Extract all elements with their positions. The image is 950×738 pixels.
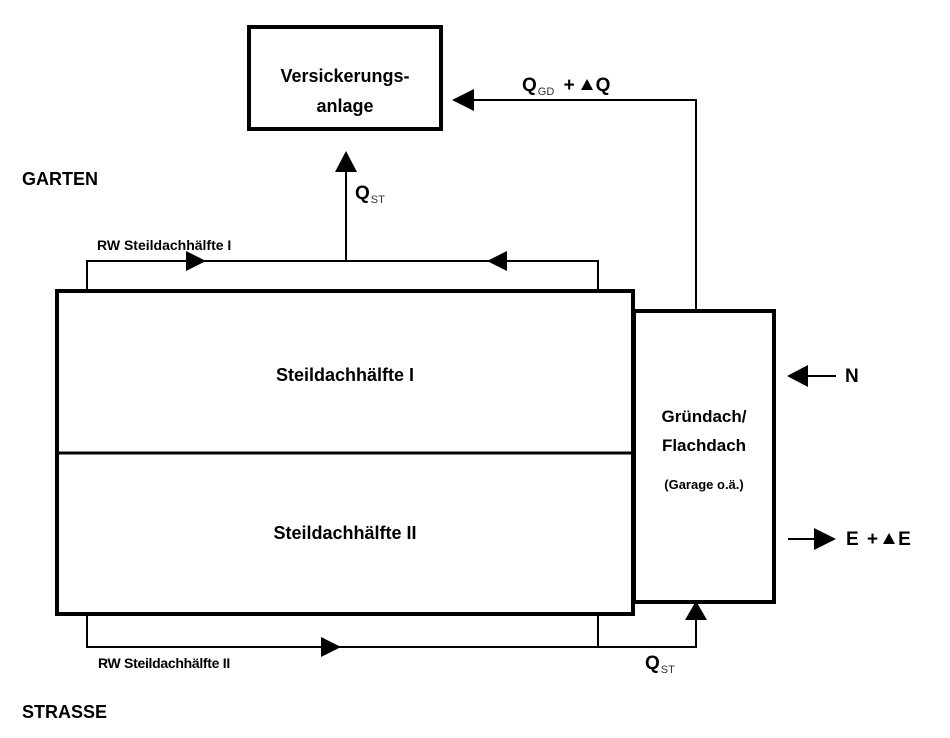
q-gd-operator: +	[563, 75, 575, 96]
q-gd-symbol: Q	[522, 75, 537, 96]
arrow-up-infiltration	[335, 151, 357, 172]
evaporation-label: E + E	[846, 530, 911, 549]
roof-half-1-label: Steildachhälfte I	[275, 365, 415, 385]
green-roof-box	[632, 309, 776, 604]
green-roof-label-line3: (Garage o.ä.)	[664, 477, 744, 492]
q-st-bottom-label: QST	[645, 654, 675, 676]
q-st-bottom-subscript: ST	[660, 664, 675, 676]
q-st-bottom-symbol: Q	[645, 653, 660, 674]
infiltration-label-line2: anlage	[316, 96, 374, 116]
arrow-right-gutter-2	[321, 637, 341, 657]
garden-label: GARTEN	[22, 169, 98, 189]
green-roof-label-line1: Gründach/	[661, 407, 747, 426]
gutter-line-half-2	[86, 614, 697, 648]
flow-line-qgd	[460, 99, 697, 311]
q-gd-delta-symbol: Q	[595, 75, 611, 96]
evaporation-delta-symbol: E	[898, 529, 911, 550]
arrow-left-precipitation	[787, 365, 808, 387]
rw-half-1-label: RW Steildachhälfte I	[97, 237, 232, 253]
infiltration-box	[247, 25, 443, 131]
delta-icon	[580, 79, 593, 90]
evaporation-operator: +	[866, 529, 879, 550]
delta-icon	[883, 533, 896, 544]
q-st-top-label: QST	[355, 184, 385, 206]
arrow-up-green-roof	[685, 601, 707, 620]
rw-half-2-label: RW Steildachhälfte II	[98, 655, 230, 671]
arrow-left-infiltration	[452, 89, 474, 111]
gutter-line-half-1	[86, 260, 599, 291]
q-st-top-subscript: ST	[370, 194, 385, 206]
arrow-left-gutter-1	[487, 251, 507, 271]
q-gd-subscript: GD	[537, 86, 555, 98]
street-label: STRASSE	[22, 702, 108, 722]
arrow-right-gutter-1	[186, 251, 206, 271]
precipitation-label: N	[845, 366, 859, 387]
roof-half-2-label: Steildachhälfte II	[273, 523, 417, 543]
evaporation-symbol: E	[846, 529, 859, 550]
arrow-right-evaporation	[814, 528, 836, 550]
q-gd-label: QGD +Q	[522, 76, 610, 98]
infiltration-label-line1: Versickerungs-	[280, 66, 410, 86]
q-st-top-symbol: Q	[355, 183, 370, 204]
green-roof-label-line2: Flachdach	[661, 436, 747, 455]
